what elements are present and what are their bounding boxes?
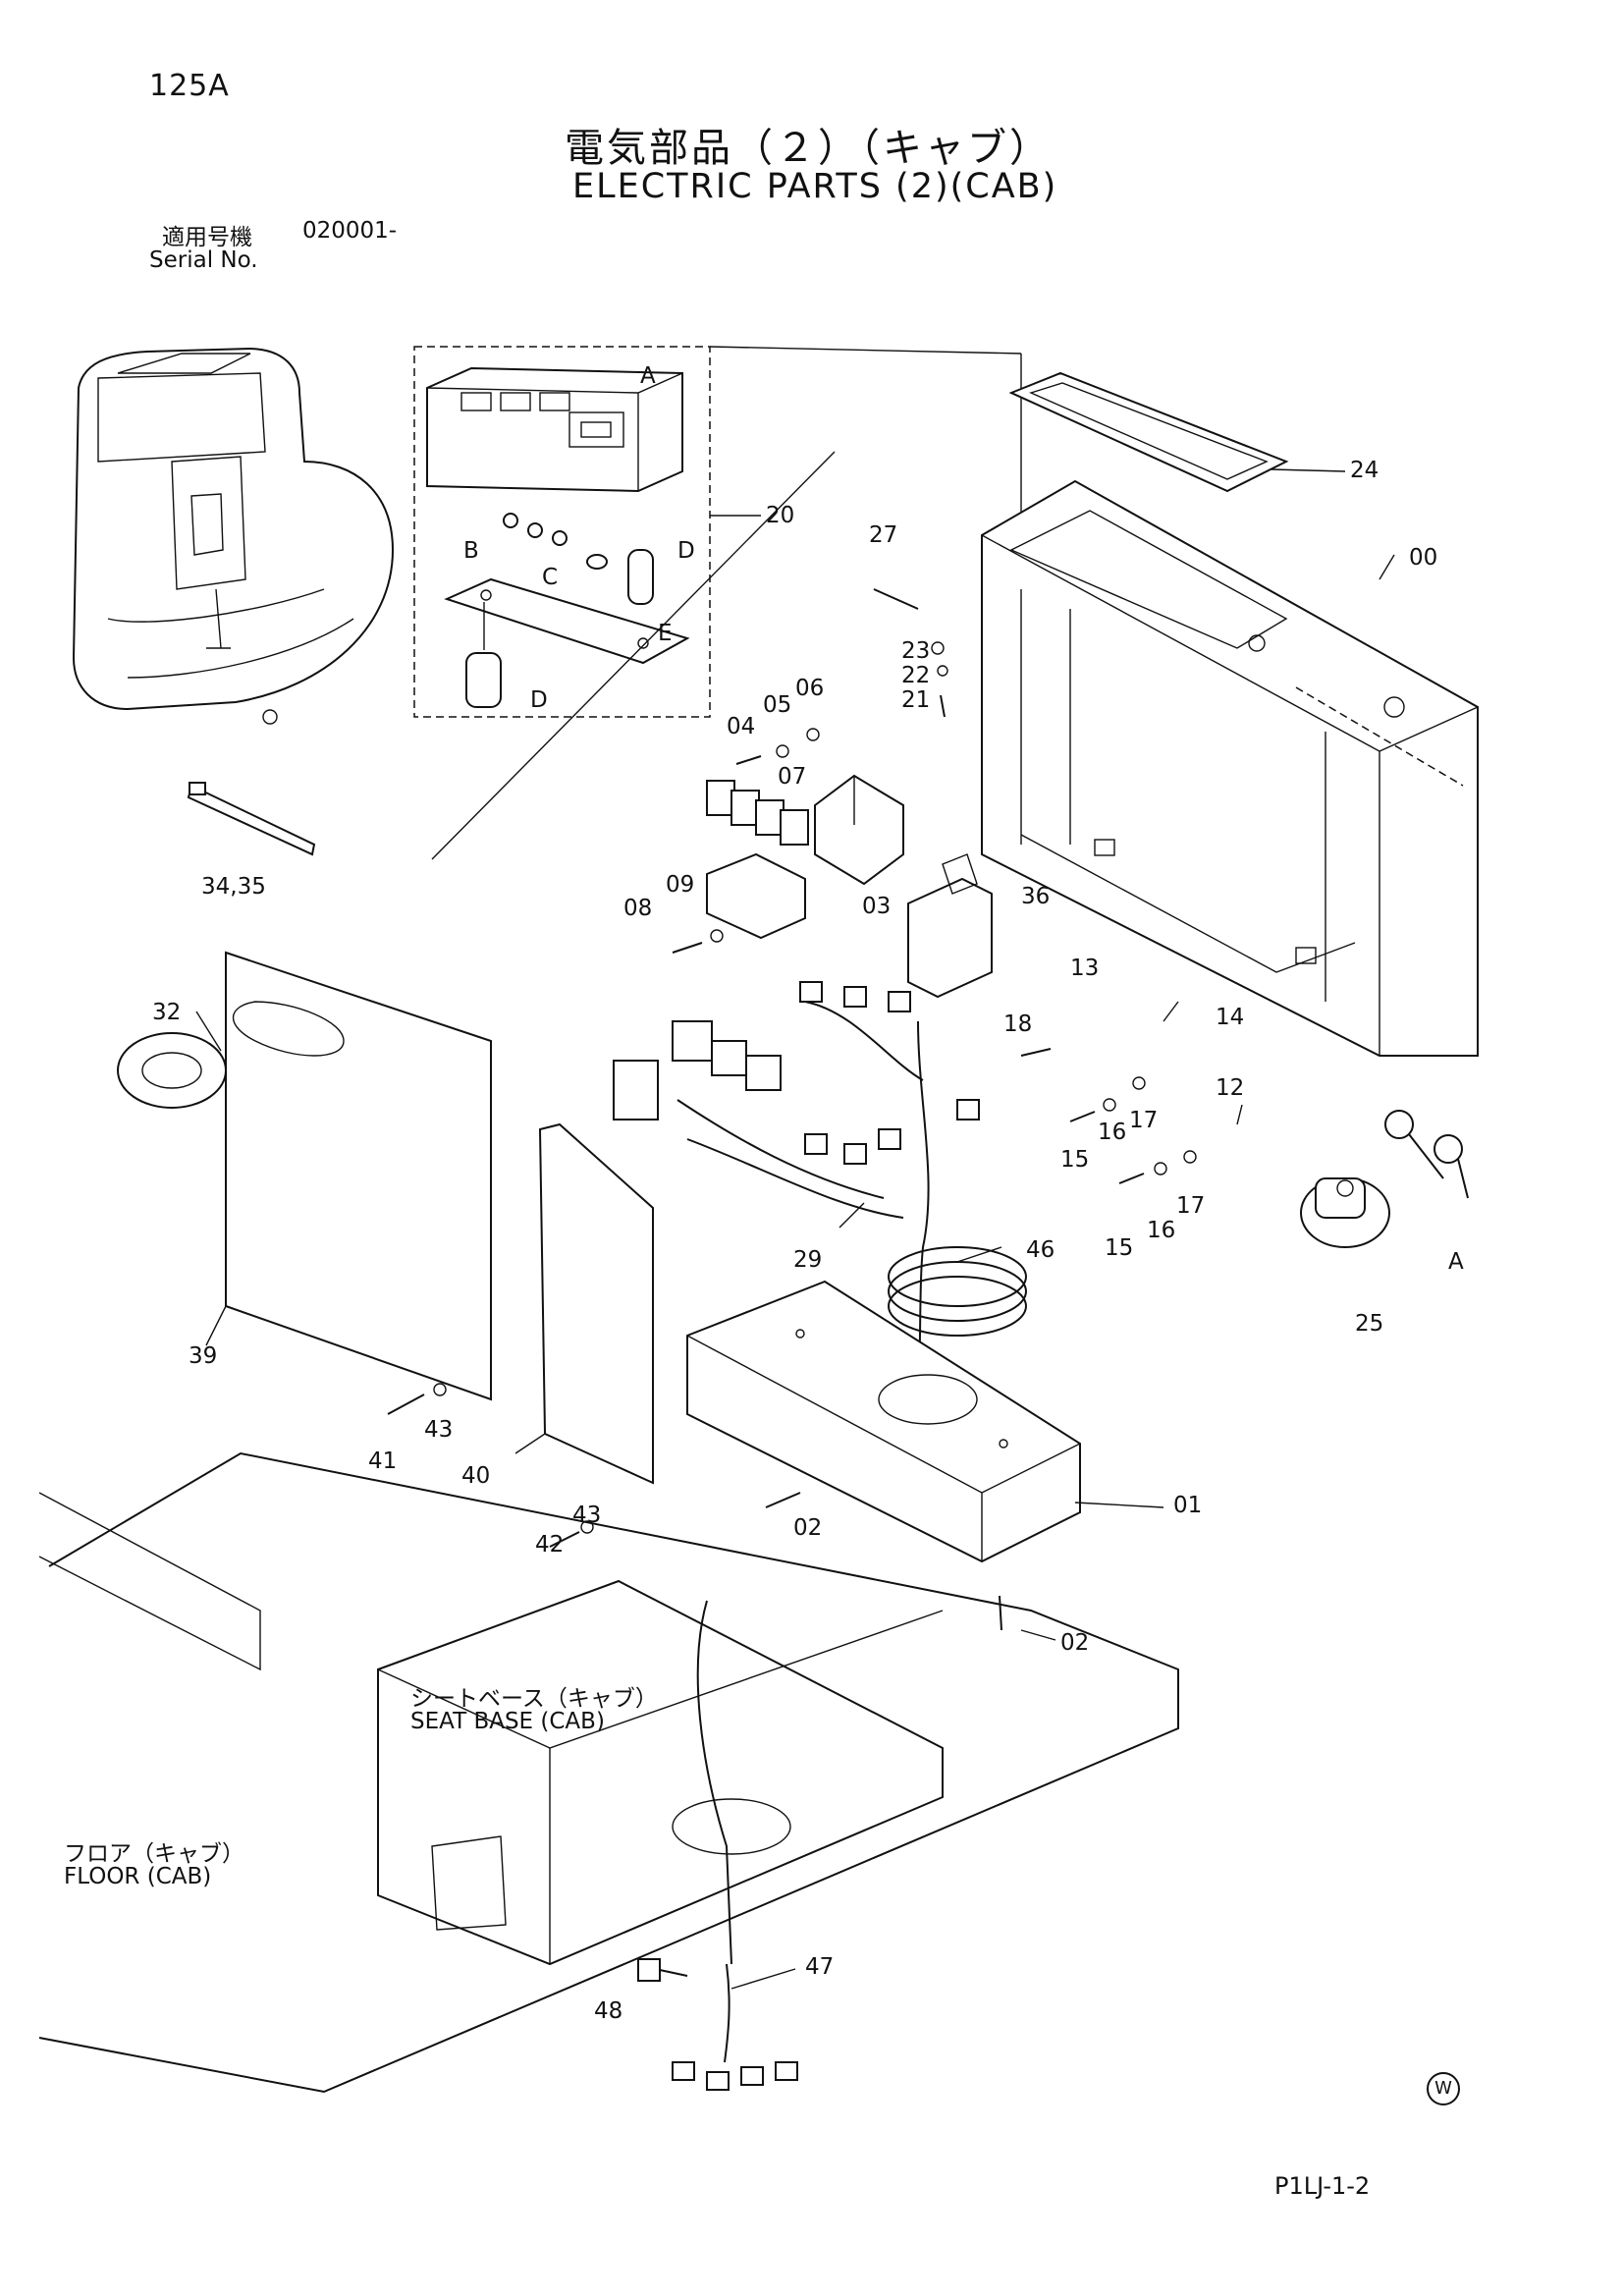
callout-A: A <box>1448 1249 1464 1275</box>
callout-D: D <box>530 687 548 713</box>
callout-C: C <box>542 565 559 590</box>
callout-02: 02 <box>1060 1630 1090 1656</box>
housing-box <box>981 479 1479 1057</box>
callout-21: 21 <box>901 687 931 713</box>
callout-47: 47 <box>805 1954 835 1980</box>
callout-05: 05 <box>763 692 792 718</box>
bolt-48 <box>637 1958 688 1982</box>
bracket-03 <box>814 774 904 886</box>
callout-A: A <box>640 363 656 389</box>
ref-floor-jp: フロア（キャブ） <box>64 1841 244 1867</box>
grommet-32 <box>117 1032 227 1109</box>
callout-E: E <box>658 621 673 646</box>
relay-block <box>706 780 809 846</box>
callout-15: 15 <box>1060 1147 1090 1173</box>
grommet-46 <box>888 1246 1027 1337</box>
callout-48: 48 <box>594 1998 623 2024</box>
callout-43: 43 <box>572 1503 602 1528</box>
callout-18: 18 <box>1003 1011 1033 1037</box>
callout-32: 32 <box>152 1000 182 1025</box>
callout-16: 16 <box>1147 1218 1176 1243</box>
fuse-block <box>706 852 806 940</box>
callout-06: 06 <box>795 676 825 701</box>
cab-overview-illustration <box>72 347 395 725</box>
callout-B: B <box>463 538 479 564</box>
callout-02: 02 <box>793 1515 823 1541</box>
page-title-en: ELECTRIC PARTS (2)(CAB) <box>572 167 1058 206</box>
fasteners <box>387 588 1197 1631</box>
callout-42: 42 <box>535 1532 565 1558</box>
serial-label-jp: 適用号機 <box>162 225 252 250</box>
callout-03: 03 <box>862 894 892 919</box>
callout-22: 22 <box>901 663 931 688</box>
monitor-panel-group <box>413 346 711 718</box>
callout-20: 20 <box>766 503 795 528</box>
callout-24: 24 <box>1350 458 1380 483</box>
console-box <box>686 1280 1081 1563</box>
watermark-symbol: W <box>1427 2072 1460 2105</box>
key-switch <box>1300 1177 1390 1248</box>
drawing-code: P1LJ-1-2 <box>1274 2172 1371 2200</box>
callout-13: 13 <box>1070 956 1100 981</box>
callout-00: 00 <box>1409 545 1438 571</box>
leader-lines <box>195 468 1395 1990</box>
callout-40: 40 <box>461 1463 491 1489</box>
callout-15: 15 <box>1105 1235 1134 1261</box>
ref-seat-base-en: SEAT BASE (CAB) <box>410 1709 605 1734</box>
page-number: 125A <box>149 69 230 103</box>
callout-07: 07 <box>778 764 807 790</box>
callout-12: 12 <box>1216 1075 1245 1101</box>
callout-46: 46 <box>1026 1237 1055 1263</box>
bottom-harness <box>672 1963 798 2091</box>
floor-and-seat-base <box>38 1451 1179 2094</box>
callout-27: 27 <box>869 522 898 548</box>
callout-43: 43 <box>424 1417 454 1443</box>
callout-01: 01 <box>1173 1493 1203 1518</box>
serial-value: 020001- <box>302 218 398 244</box>
serial-label-en: Serial No. <box>149 247 258 273</box>
controller-module <box>907 853 993 999</box>
callout-09: 09 <box>666 872 695 898</box>
callout-17: 17 <box>1129 1108 1159 1133</box>
page-title-jp: 電気部品（２）（キャブ） <box>565 126 1052 171</box>
ref-seat-base-jp: シートベース（キャブ） <box>410 1686 658 1712</box>
callout-17: 17 <box>1176 1193 1206 1219</box>
keys <box>1384 1110 1469 1199</box>
wire-harness <box>613 981 980 1474</box>
callout-23: 23 <box>901 638 931 664</box>
callout-D: D <box>677 538 695 564</box>
callout-41: 41 <box>368 1449 398 1474</box>
callout-08: 08 <box>623 896 653 921</box>
callout-36: 36 <box>1021 884 1051 909</box>
cable-tie <box>187 782 316 856</box>
callout-04: 04 <box>727 714 756 739</box>
callout-34-35: 34,35 <box>201 874 266 900</box>
mount-plate <box>538 1122 654 1485</box>
ref-floor-en: FLOOR (CAB) <box>64 1864 212 1889</box>
callout-39: 39 <box>189 1343 218 1369</box>
cover-plate <box>225 951 492 1401</box>
callout-16: 16 <box>1098 1120 1127 1145</box>
callout-25: 25 <box>1355 1311 1384 1337</box>
cover-gasket <box>1008 371 1289 493</box>
callout-29: 29 <box>793 1247 823 1273</box>
callout-14: 14 <box>1216 1005 1245 1030</box>
